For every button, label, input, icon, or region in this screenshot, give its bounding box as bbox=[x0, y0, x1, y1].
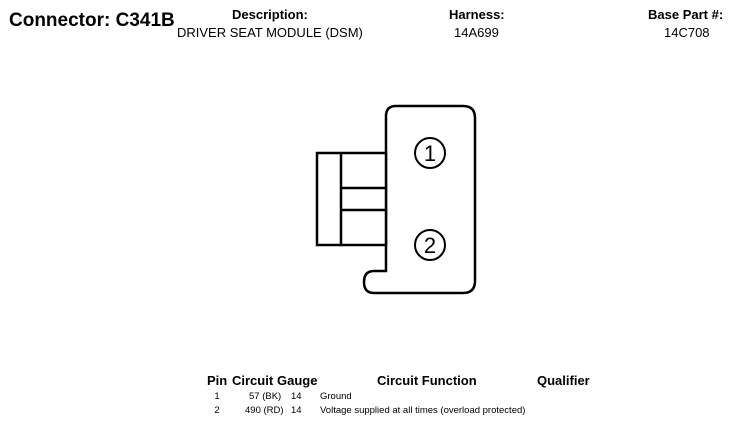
description-label: Description: bbox=[232, 7, 308, 22]
row-1-pin: 1 bbox=[214, 391, 220, 402]
row-2-pin: 2 bbox=[214, 405, 220, 416]
base-part-value: 14C708 bbox=[664, 25, 710, 40]
table-header-pin: Pin bbox=[207, 373, 228, 388]
pin-cavity-2: 2 bbox=[414, 229, 446, 261]
row-2-function: Voltage supplied at all times (overload … bbox=[320, 405, 526, 416]
row-2-circuit: 490 (RD) bbox=[245, 405, 284, 416]
table-header-qualifier: Qualifier bbox=[537, 373, 590, 388]
connector-title: Connector: C341B bbox=[9, 10, 175, 31]
pin-cavity-1: 1 bbox=[414, 137, 446, 169]
description-value: DRIVER SEAT MODULE (DSM) bbox=[177, 25, 363, 40]
row-1-function: Ground bbox=[320, 391, 352, 402]
row-1-gauge: 14 bbox=[291, 391, 302, 402]
row-2-gauge: 14 bbox=[291, 405, 302, 416]
pin-2-label: 2 bbox=[424, 233, 436, 258]
row-1-circuit: 57 (BK) bbox=[249, 391, 282, 402]
table-header-function: Circuit Function bbox=[377, 373, 477, 388]
connector-latch bbox=[315, 151, 388, 247]
pin-1-label: 1 bbox=[424, 141, 436, 166]
table-header-circuit: Circuit bbox=[232, 373, 274, 388]
base-part-label: Base Part #: bbox=[648, 7, 724, 22]
harness-value: 14A699 bbox=[454, 25, 499, 40]
connector-body bbox=[362, 104, 477, 295]
harness-label: Harness: bbox=[449, 7, 505, 22]
table-header-gauge: Gauge bbox=[277, 373, 318, 388]
